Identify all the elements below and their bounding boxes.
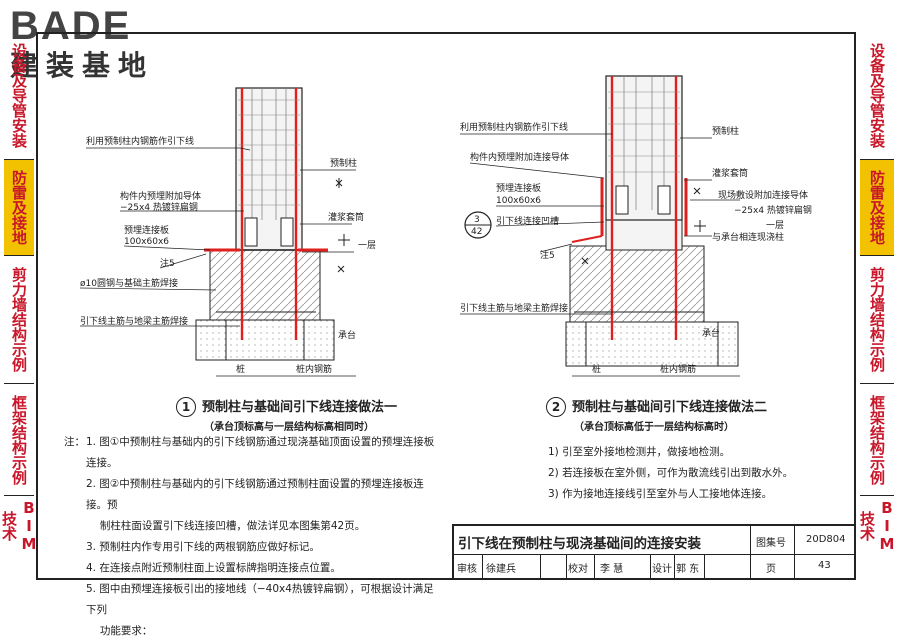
check-label: 校对 [568,564,588,575]
d2-label-groove: 引下线连接凹槽 [496,215,559,227]
atlas-label: 图集号 [756,538,786,549]
d2-ref-bottom: 42 [471,227,482,237]
d2-label-flat-steel: −25x4 热镀锌扁钢 [734,204,812,216]
d2-label-cast-column: 与承台相连现浇柱 [712,231,784,243]
note-2: 2. 图②中预制柱与基础内的引下线钢筋通过预制柱面设置的预埋连接板连接。预 [86,478,424,511]
left-tab-bim[interactable]: BIM技术 [0,499,38,553]
drawing-sheet [36,32,856,580]
d1-label-embedded-plate: 预埋连接板 [124,224,169,236]
review-label: 审核 [457,564,477,575]
page-number: 43 [818,560,831,571]
designer-name: 郭 东 [676,564,700,575]
atlas-number: 20D804 [806,534,846,545]
d1-label-grout-sleeve: 灌浆套筒 [328,211,364,223]
note-1: 1. 图①中预制柱与基础内的引下线钢筋通过现浇基础顶面设置的预埋连接板连接。 [86,436,435,469]
drawing2-number: 2 [546,397,566,417]
d2-label-pile-cap: 承台 [702,327,720,339]
logo-brand: BADE [10,4,132,48]
drawing1-title-text: 预制柱与基础间引下线连接做法一 [202,400,398,415]
left-tab-shearwall[interactable]: 剪力墙结构示例 [4,256,34,384]
d2-label-main-rebar-weld: 引下线主筋与地梁主筋焊接 [460,302,568,314]
d1-label-downconductor: 利用预制柱内钢筋作引下线 [86,135,194,147]
pile-cap-2 [569,245,705,323]
d1-label-pile-rebar: 桩内钢筋 [296,363,332,375]
pile-2 [565,321,739,367]
d1-label-pile-cap: 承台 [338,329,356,341]
cast-column-2 [605,219,683,251]
d1-label-embedded-conductor: 构件内预埋附加导体 [120,190,201,202]
title-block-title: 引下线在预制柱与现浇基础间的连接安装 [458,536,701,552]
d2-label-site-conductor: 现场敷设附加连接导体 [718,189,808,201]
d1-label-first-floor: 一层 [358,240,376,251]
d1-label-note5: 注5 [160,257,175,269]
note-5-cont: 功能要求： [86,625,153,637]
d2-label-embedded-plate: 预埋连接板 [496,182,541,194]
drawing-2: 3 42 利用预制柱内钢筋作引下线 预制柱 构件内预埋附加连接导体 灌浆套筒 预… [460,75,812,377]
d1-label-plate-size: 100x60x6 [124,237,169,247]
reviewer-name: 徐建兵 [486,564,516,575]
d1-label-precast-column: 预制柱 [330,157,357,169]
notes-lead: 注： [64,436,85,448]
d2-label-pile-rebar: 桩内钢筋 [660,363,696,375]
d2-label-embedded-conductor: 构件内预埋附加连接导体 [470,151,569,163]
note-5-2: 2) 若连接板在室外侧，可作为散流线引出到散水外。 [548,467,794,479]
note-3: 3. 预制柱内作专用引下线的两根钢筋应做好标记。 [86,541,320,553]
d2-ref-top: 3 [474,215,480,225]
design-label: 设计 [652,564,672,575]
drawing1-title: 1 预制柱与基础间引下线连接做法一 [176,396,397,417]
note-5-1: 1) 引至室外接地检测井，做接地检测。 [548,446,731,458]
notes: 注： 1. 图①中预制柱与基础内的引下线钢筋通过现浇基础顶面设置的预埋连接板连接… [64,432,444,642]
title-block-signatures: 审核 徐建兵 校对 李 慧 设计 郭 东 页 43 [454,554,856,579]
logo-name: 建装基地 [10,49,155,82]
note-2-cont: 制柱柱面设置引下线连接凹槽，做法详见本图集第42页。 [86,520,366,532]
drawing2-subtitle: （承台顶标高低于一层结构标高时） [574,422,734,433]
tab-frame[interactable]: 框架结构示例 [860,384,894,496]
left-tab-frame[interactable]: 框架结构示例 [4,384,34,496]
d1-label-main-rebar-weld: 引下线主筋与地梁主筋焊接 [80,315,188,327]
tab-shearwall[interactable]: 剪力墙结构示例 [860,256,894,384]
detail-drawings: 利用预制柱内钢筋作引下线 预制柱 构件内预埋附加导体 −25x4 热镀锌扁钢 灌… [79,75,812,377]
checker-name: 李 慧 [600,564,624,575]
d1-label-flat-steel: −25x4 热镀锌扁钢 [120,201,198,213]
left-tab-equipment[interactable]: 设备及导管安装 [4,32,34,160]
left-tab-lightning[interactable]: 防雷及接地 [4,160,34,256]
pile-cap-1 [209,249,321,321]
note-4: 4. 在连接点附近预制柱面上设置标牌指明连接点位置。 [86,562,341,574]
drawing2-title-text: 预制柱与基础间引下线连接做法二 [572,400,768,415]
title-block: 引下线在预制柱与现浇基础间的连接安装 图集号 20D804 审核 徐建兵 校对 … [452,524,856,580]
d2-label-grout-sleeve: 灌浆套筒 [712,167,748,179]
tab-equipment[interactable]: 设备及导管安装 [860,32,894,160]
d2-label-first-floor: 一层 [766,220,784,231]
drawing-1: 利用预制柱内钢筋作引下线 预制柱 构件内预埋附加导体 −25x4 热镀锌扁钢 灌… [79,87,376,377]
page-label: 页 [766,564,776,575]
drawing2-title: 2 预制柱与基础间引下线连接做法二 [546,396,767,417]
tab-lightning[interactable]: 防雷及接地 [860,160,894,256]
d2-label-pile: 桩 [592,363,601,375]
brand-logo: BADE 建装基地 [10,6,154,82]
drawing1-number: 1 [176,397,196,417]
d2-label-plate-size: 100x60x6 [496,196,541,206]
notes-sublist: 1) 引至室外接地检测井，做接地检测。 2) 若连接板在室外侧，可作为散流线引出… [548,442,793,505]
tab-bim[interactable]: BIM技术 [858,499,896,553]
d2-label-precast-column: 预制柱 [712,125,739,137]
left-tab-column: 设备及导管安装 防雷及接地 剪力墙结构示例 框架结构示例 BIM技术 [0,32,38,556]
d1-label-pile: 桩 [236,363,245,375]
d1-label-round-steel: ø10圆钢与基础主筋焊接 [80,277,178,289]
drawing1-subtitle: （承台顶标高与一层结构标高相同时） [204,422,374,433]
pile-1 [195,319,335,361]
d2-label-downconductor: 利用预制柱内钢筋作引下线 [460,121,568,133]
note-5: 5. 图中由预埋连接板引出的接地线（−40x4热镀锌扁钢），可根据设计满足下列 [86,583,434,616]
d2-label-note5: 注5 [540,249,555,261]
note-5-3: 3) 作为接地连接线引至室外与人工接地体连接。 [548,488,773,500]
right-tab-column: 设备及导管安装 防雷及接地 剪力墙结构示例 框架结构示例 BIM技术 [858,32,896,556]
